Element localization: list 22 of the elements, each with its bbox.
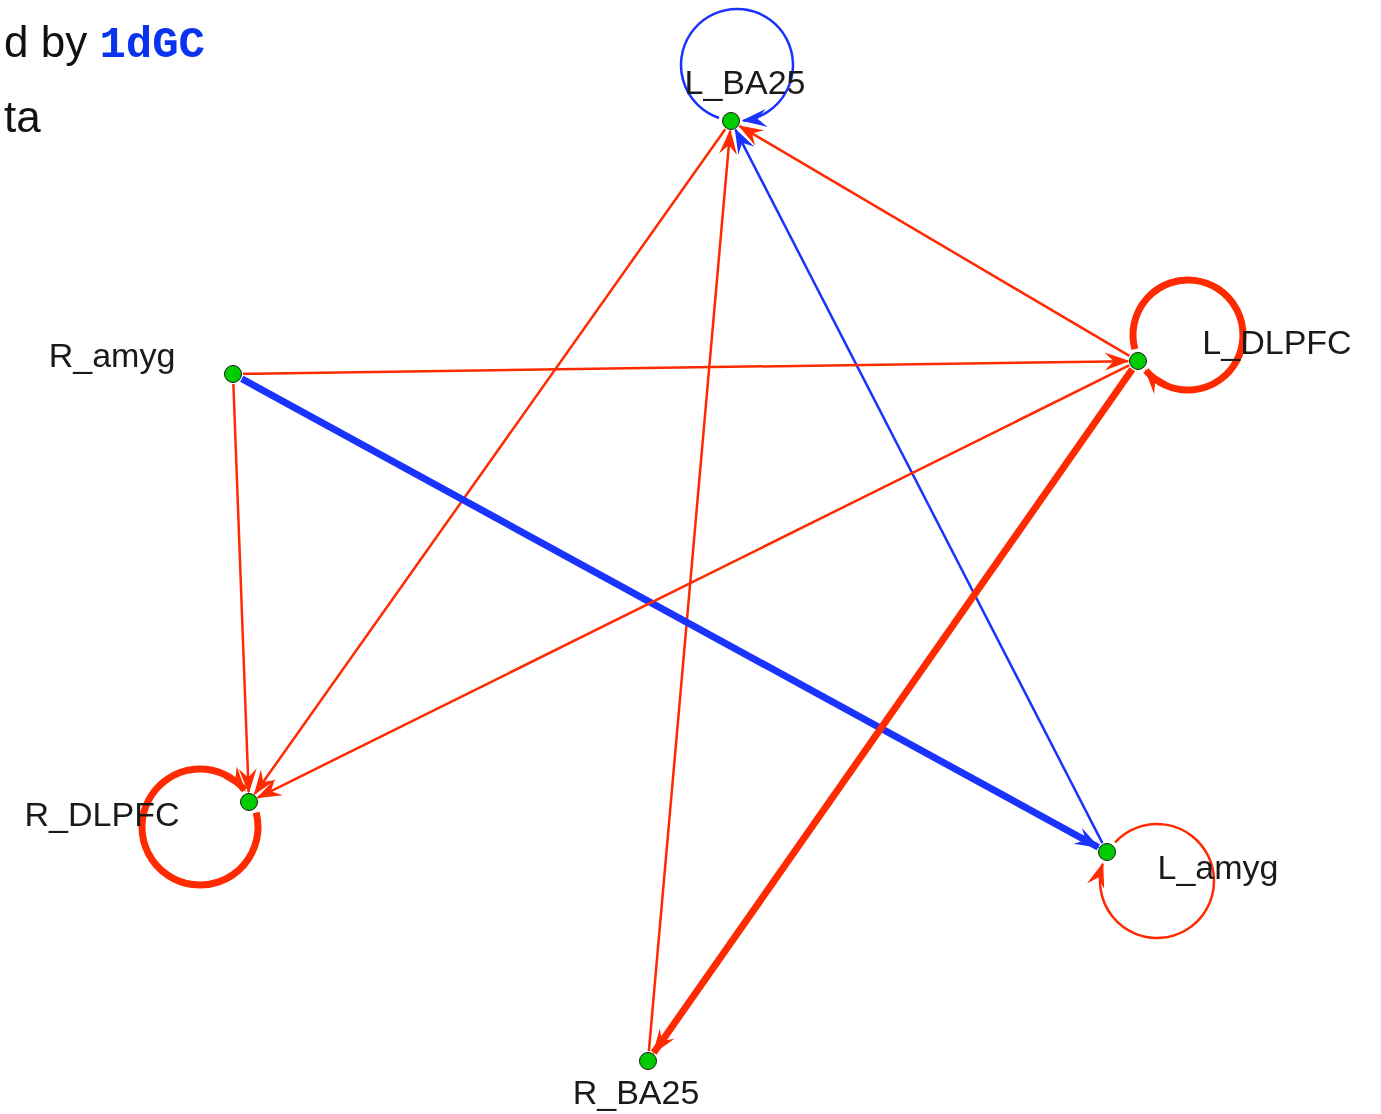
node-dot	[240, 793, 258, 811]
arrow	[253, 128, 727, 796]
self-loop-arrow	[1088, 822, 1216, 940]
node-dot	[639, 1052, 657, 1070]
arrow	[232, 383, 257, 794]
arrow	[256, 364, 1130, 799]
arrow	[650, 367, 1136, 1055]
node-dot	[1098, 843, 1116, 861]
arrow	[734, 128, 1104, 844]
arrow	[738, 125, 1131, 357]
arrow	[240, 375, 1100, 851]
heading-text: ta	[4, 95, 41, 139]
arrow	[243, 352, 1130, 376]
node-dot	[722, 112, 740, 130]
self-loop-arrow	[1129, 276, 1247, 394]
node-dot	[1129, 352, 1147, 370]
node-label: R_BA25	[572, 1075, 700, 1109]
node-dot	[224, 365, 242, 383]
node-label: R_amyg	[48, 338, 176, 372]
self-loop-arrow	[138, 765, 262, 889]
arrow	[647, 129, 738, 1052]
heading-text: d by 1dGC	[4, 20, 205, 67]
